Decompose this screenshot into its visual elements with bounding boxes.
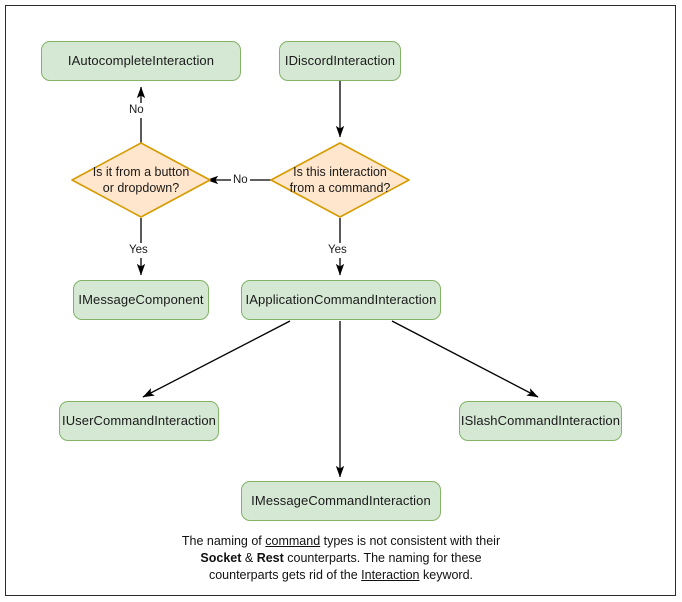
decision-label: Is it from a button or dropdown?	[92, 165, 190, 195]
diamond-shape-icon	[270, 142, 410, 218]
diamond-shape-icon	[71, 142, 211, 218]
caption-line-1: The naming of command types is not consi…	[141, 533, 541, 550]
decision-is-it-from-button-or-dropdown[interactable]: Is it from a button or dropdown?	[71, 142, 211, 218]
edge-app-command-to-slash-command	[391, 320, 539, 398]
caption-text: types is not consistent with their	[320, 534, 501, 548]
edge-label-component-yes: Yes	[127, 243, 150, 258]
node-label: IAutocompleteInteraction	[67, 53, 215, 68]
node-label: IUserCommandInteraction	[61, 413, 217, 428]
node-slash-command-interaction[interactable]: ISlashCommandInteraction	[459, 401, 622, 441]
caption-line-2: Socket & Rest counterparts. The naming f…	[141, 550, 541, 567]
node-discord-interaction[interactable]: IDiscordInteraction	[279, 41, 401, 81]
caption-line-3: counterparts gets rid of the Interaction…	[141, 567, 541, 584]
node-label: IApplicationCommandInteraction	[245, 292, 437, 307]
node-label: IMessageCommandInteraction	[251, 493, 431, 508]
edge-label-decision-no: No	[231, 173, 250, 188]
caption-underlined-command: command	[265, 534, 321, 548]
decision-is-this-interaction-from-a-command[interactable]: Is this interaction from a command?	[270, 142, 410, 218]
node-label: ISlashCommandInteraction	[460, 413, 621, 428]
edge-label-command-yes: Yes	[326, 243, 349, 258]
caption-bold-socket: Socket	[200, 551, 242, 565]
node-message-command-interaction[interactable]: IMessageCommandInteraction	[241, 481, 441, 521]
decision-label: Is this interaction from a command?	[289, 165, 391, 195]
node-label: IMessageComponent	[78, 292, 204, 307]
caption-text: keyword.	[419, 568, 474, 582]
node-label: IDiscordInteraction	[284, 53, 396, 68]
caption-text: counterparts gets rid of the	[208, 568, 362, 582]
caption-text: &	[241, 551, 257, 565]
node-message-component[interactable]: IMessageComponent	[73, 280, 209, 320]
caption-underlined-interaction: Interaction	[361, 568, 420, 582]
caption-text: counterparts. The naming for these	[283, 551, 482, 565]
edge-label-autocomplete-no: No	[127, 103, 146, 118]
caption-text: The naming of	[181, 534, 266, 548]
edge-app-command-to-user-command	[142, 320, 291, 398]
diagram-caption: The naming of command types is not consi…	[141, 533, 541, 584]
caption-bold-rest: Rest	[256, 551, 284, 565]
node-autocomplete-interaction[interactable]: IAutocompleteInteraction	[41, 41, 241, 81]
node-user-command-interaction[interactable]: IUserCommandInteraction	[59, 401, 219, 441]
node-application-command-interaction[interactable]: IApplicationCommandInteraction	[241, 280, 441, 320]
